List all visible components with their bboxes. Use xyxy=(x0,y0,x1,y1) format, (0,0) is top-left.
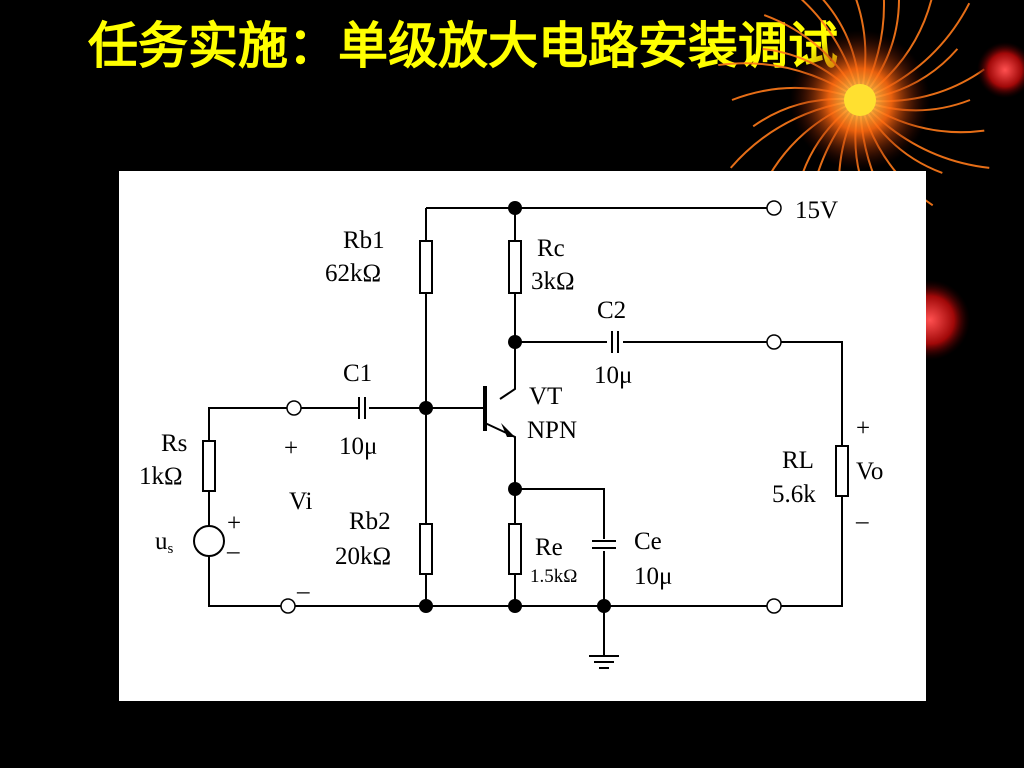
vi-plus: + xyxy=(284,435,298,462)
terminal-output-plus xyxy=(766,334,782,350)
rb2-value: 20kΩ xyxy=(335,543,391,570)
resistor-rc xyxy=(508,240,522,294)
wire-output-right xyxy=(781,341,843,446)
rc-value: 3kΩ xyxy=(531,268,575,295)
wire-emitter xyxy=(484,422,516,524)
vt-name: VT xyxy=(529,383,562,410)
vi-name: Vi xyxy=(289,488,313,515)
terminal-input-plus xyxy=(286,400,302,416)
junction-dot xyxy=(508,482,522,496)
capacitor-c2 xyxy=(611,331,619,353)
capacitor-ce xyxy=(592,540,616,549)
junction-dot xyxy=(597,599,611,613)
vt-type: NPN xyxy=(527,417,577,444)
ce-name: Ce xyxy=(634,528,662,555)
ce-value: 10μ xyxy=(634,563,672,590)
terminal-vcc xyxy=(766,200,782,216)
vo-plus: + xyxy=(856,415,870,442)
terminal-input-minus xyxy=(280,598,296,614)
emitter-arrow-icon xyxy=(501,423,515,437)
c2-value: 10μ xyxy=(594,362,632,389)
re-value: 1.5kΩ xyxy=(530,566,577,587)
resistor-re xyxy=(508,523,522,575)
rb1-name: Rb1 xyxy=(343,227,385,254)
source-minus: – xyxy=(226,538,240,565)
rb1-value: 62kΩ xyxy=(325,260,381,287)
wire-rc-collector xyxy=(499,293,516,400)
junction-dot xyxy=(508,335,522,349)
terminal-output-minus xyxy=(766,598,782,614)
junction-dot xyxy=(419,401,433,415)
source-plus: + xyxy=(227,510,241,537)
rb2-name: Rb2 xyxy=(349,508,391,535)
circuit-diagram: 15V Rb1 62kΩ Rc 3kΩ C2 10μ C1 10μ VT NPN… xyxy=(139,197,883,669)
junction-dot xyxy=(508,599,522,613)
resistor-rb2 xyxy=(419,523,433,575)
capacitor-c1 xyxy=(353,397,366,419)
source-label: us xyxy=(155,528,174,557)
ground-icon xyxy=(589,655,619,669)
ac-source-us xyxy=(193,525,225,557)
resistor-rb1 xyxy=(419,240,433,294)
rc-name: Rc xyxy=(537,235,565,262)
vo-name: Vo xyxy=(856,458,883,485)
wire-rl-bottom xyxy=(781,496,843,607)
rl-value: 5.6k xyxy=(772,481,816,508)
supply-label: 15V xyxy=(795,197,838,224)
junction-dot xyxy=(508,201,522,215)
c2-name: C2 xyxy=(597,297,626,324)
rs-value: 1kΩ xyxy=(139,463,183,490)
vo-minus: – xyxy=(855,508,869,535)
wire-ce-branch xyxy=(515,488,605,539)
wire-input-top xyxy=(208,407,287,441)
slide-title: 任务实施：单级放大电路安装调试 xyxy=(88,17,838,75)
c1-name: C1 xyxy=(343,360,372,387)
circuit-diagram-panel: 15V Rb1 62kΩ Rc 3kΩ C2 10μ C1 10μ VT NPN… xyxy=(119,171,926,701)
junction-dots xyxy=(419,201,611,613)
c1-value: 10μ xyxy=(339,433,377,460)
resistor-rs xyxy=(202,440,216,492)
re-name: Re xyxy=(535,534,563,561)
resistor-rl xyxy=(835,445,849,497)
junction-dot xyxy=(419,599,433,613)
transistor-vt xyxy=(483,386,515,437)
wire-source-bottom xyxy=(208,555,281,607)
vi-minus: – xyxy=(296,578,310,605)
terminals xyxy=(280,200,782,614)
rs-name: Rs xyxy=(161,430,187,457)
rl-name: RL xyxy=(782,447,814,474)
